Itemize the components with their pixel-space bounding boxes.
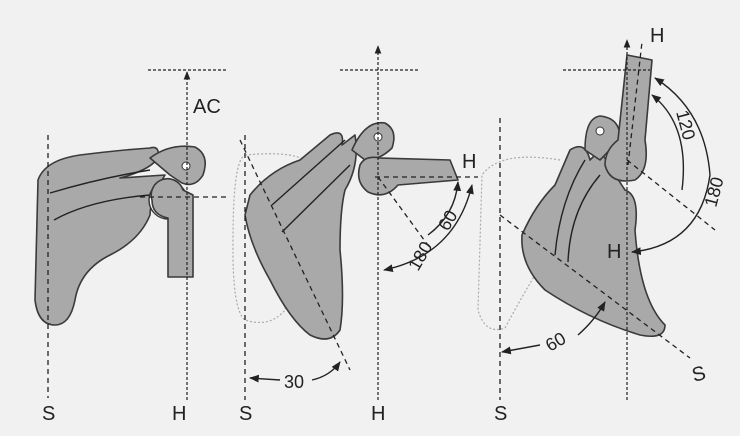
angle-30-arrow-right (311, 361, 341, 381)
s-label: S (239, 403, 252, 425)
angle-120-arrow (651, 94, 685, 191)
h-label: H (172, 403, 186, 425)
angle-60-label: 60 (434, 207, 461, 234)
angle-60-label: 60 (542, 328, 569, 355)
h-end-label: H (462, 151, 476, 173)
angle-60-arrow-right (577, 301, 606, 336)
scapular-spine-line (554, 159, 586, 256)
scapular-spine-line (271, 139, 346, 206)
scapular-spine-line (281, 164, 351, 233)
angle-60-arrow-left (501, 344, 541, 355)
humerus (150, 177, 194, 278)
acromion (351, 121, 395, 161)
angle-180-label: 180 (701, 175, 728, 209)
angle-180-arrow (631, 77, 711, 255)
glenoid-axis-line (377, 176, 431, 249)
angle-30-label: 30 (284, 372, 304, 392)
angle-30-arrow-left (249, 374, 281, 383)
angle-180-label: 180 (404, 238, 436, 274)
ac-label: AC (193, 96, 221, 118)
rotated-scapula-axis-line (239, 139, 351, 371)
scapula (34, 146, 166, 326)
s-label: S (42, 403, 55, 425)
h-end-label: H (650, 25, 664, 47)
rotated-scapula-axis-line (499, 214, 691, 359)
scapula (521, 145, 666, 338)
scapular-spine-line (567, 174, 601, 263)
humerus (357, 156, 459, 196)
s-end-label: S (690, 362, 709, 387)
panel-rest: AC S H (34, 69, 226, 425)
h-label: H (371, 403, 385, 425)
ac-joint-marker (595, 126, 605, 136)
panel-abduction-180: 60 120 180 H H S S (477, 25, 728, 425)
angle-180-arrow (383, 184, 474, 273)
acromion (149, 145, 206, 186)
angle-120-label: 120 (672, 108, 699, 142)
scapular-spine-line (53, 194, 151, 221)
humerus-shaft-axis-line (627, 41, 643, 166)
scapular-spine-line (49, 169, 151, 194)
scapula (244, 132, 358, 340)
ac-joint-marker (181, 161, 191, 171)
scapula-ghost-outline (477, 156, 561, 331)
panel-abduction-90: 30 60 180 H S H (232, 45, 478, 425)
h-mid-label: H (607, 241, 621, 263)
s-label: S (494, 403, 507, 425)
